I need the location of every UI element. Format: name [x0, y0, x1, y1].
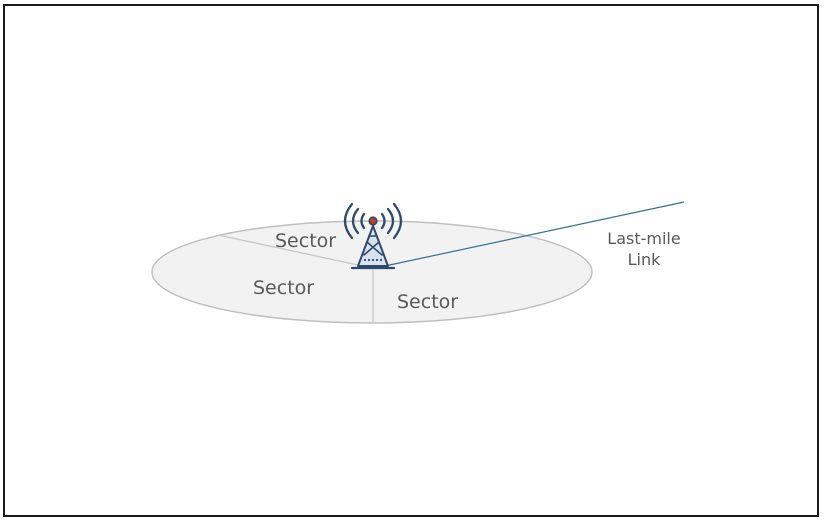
sector-divider-upper-left [217, 234, 373, 269]
cell-tower-icon [343, 202, 403, 270]
sector-label-right: Sector [397, 291, 458, 313]
radio-wave-left-inner-icon [360, 212, 366, 230]
link-label-line1: Last-mile [607, 229, 680, 248]
sector-label-left: Sector [253, 277, 314, 299]
tower-lattice [366, 241, 383, 256]
sector-label-top: Sector [275, 230, 336, 252]
tower-body [357, 225, 389, 267]
radio-wave-left-outer-icon [343, 202, 354, 240]
radio-wave-left-middle-icon [351, 207, 360, 235]
radio-wave-right-middle-icon [386, 207, 395, 235]
radio-wave-right-inner-icon [380, 212, 386, 230]
radio-wave-right-outer-icon [392, 202, 403, 240]
last-mile-link-line [384, 201, 685, 267]
tower-base-dots [363, 258, 383, 262]
link-label-line2: Link [628, 250, 662, 269]
tower-lattice [363, 241, 380, 256]
tower-beacon [368, 216, 378, 226]
